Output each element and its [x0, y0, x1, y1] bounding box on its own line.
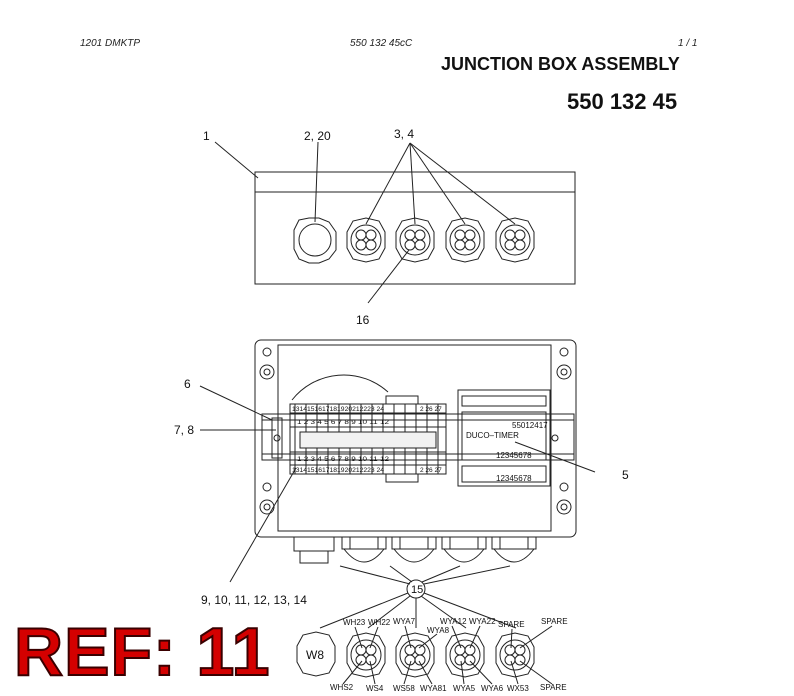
gland-label-bottom: WS58 [393, 684, 415, 693]
gland-label-top: WYA22 [469, 617, 496, 626]
terminal-row-extra-bottom: 2 26 27 [420, 467, 442, 474]
callout-5: 5 [622, 468, 629, 482]
gland-label-bottom: WS4 [366, 684, 384, 693]
plain-gland [293, 217, 337, 264]
callout-9-14: 9, 10, 11, 12, 13, 14 [201, 593, 307, 607]
gland-label-bottom: WX53 [507, 684, 529, 693]
document-number: 550 132 45cC [350, 38, 413, 49]
terminal-row-bottom: 1314151617181920212223 24 [292, 467, 384, 474]
timer-part-number: 55012417 [512, 421, 548, 430]
terminal-row-extra-top: 2 26 27 [420, 406, 442, 413]
gland-label-bottom: SPARE [540, 683, 567, 692]
gland-label-bottom: WYA81 [420, 684, 447, 693]
drawing-code: 1201 DMKTP [80, 38, 141, 49]
gland-3 [445, 632, 485, 678]
callout-16: 16 [356, 313, 370, 327]
gland-label-bottom: WHS2 [330, 683, 354, 692]
timer-pins-bottom: 12345678 [496, 474, 532, 483]
gland-label-top: WYA8 [427, 626, 450, 635]
gland-w8 [296, 631, 336, 677]
gland-label-top: WH22 [368, 618, 391, 627]
timer-label: DUCO–TIMER [466, 431, 519, 440]
part-number: 550 132 45 [567, 89, 678, 114]
gland-detail-row [296, 625, 553, 685]
top-view-panel [214, 141, 576, 304]
gland-label-top: WYA7 [393, 617, 416, 626]
callout-2-20: 2, 20 [304, 129, 331, 143]
gland-1 [346, 632, 386, 678]
cable-glands-top [346, 217, 535, 263]
gland-2 [395, 632, 435, 678]
gland-label-bottom: WYA5 [453, 684, 476, 693]
gland-label-top: WH23 [343, 618, 366, 627]
terminal-row-mid: 1 2 3 4 5 6 7 8 9 10 11 12 [297, 419, 389, 426]
gland-4 [495, 632, 535, 678]
bottom-glands [293, 536, 537, 629]
gland-label-top: SPARE [498, 620, 525, 629]
terminal-row-top: 1314151617181920212223 24 [292, 406, 384, 413]
gland-label-top: SPARE [541, 617, 568, 626]
gland-label-top: WYA12 [440, 617, 467, 626]
reference-stamp: REF: 11 [13, 614, 271, 690]
terminal-row-low: 1 2 3 4 5 6 7 8 9 10 11 12 [297, 456, 389, 463]
timer-pins: 12345678 [496, 451, 532, 460]
gland-label-bottom: WYA6 [481, 684, 504, 693]
gland-w8-label: W8 [306, 648, 324, 662]
duco-timer-module [457, 389, 596, 487]
drawing-title: JUNCTION BOX ASSEMBLY [441, 54, 680, 74]
callout-6: 6 [184, 377, 191, 391]
callout-1: 1 [203, 129, 210, 143]
callout-3-4: 3, 4 [394, 127, 414, 141]
callout-15: 15 [411, 584, 423, 596]
callout-7-8: 7, 8 [174, 423, 194, 437]
terminal-block [289, 395, 447, 483]
page-number: 1 / 1 [678, 38, 698, 49]
